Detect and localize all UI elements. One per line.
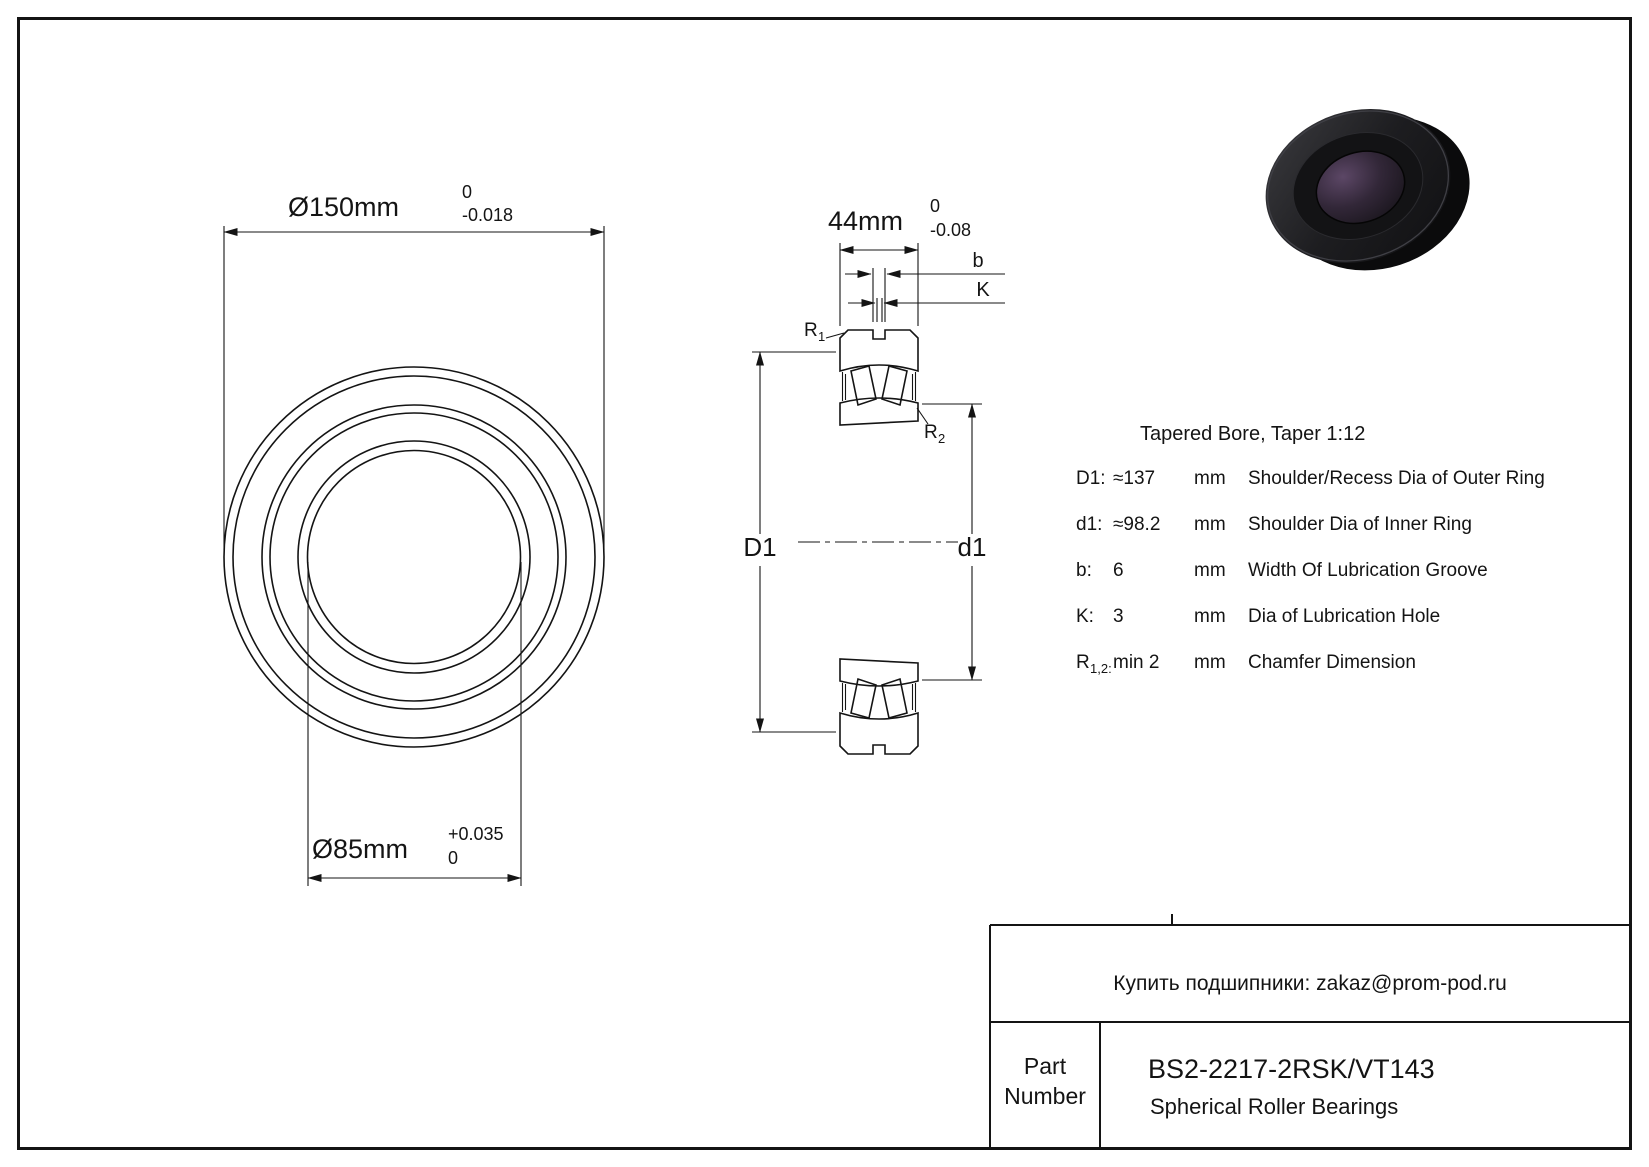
r2-label-sub: 2 xyxy=(938,431,945,446)
inner-ring-section xyxy=(839,397,919,426)
hole-dia-label: K xyxy=(976,279,990,301)
spec-row-d1-outer: D1: ≈137 mm Shoulder/Recess Dia of Outer… xyxy=(1076,468,1545,489)
bearing-photo-rim xyxy=(1266,110,1450,262)
spec-row-d1-inner: d1: ≈98.2 mm Shoulder Dia of Inner Ring xyxy=(1076,514,1472,535)
part-label-line2: Number xyxy=(1004,1083,1086,1109)
width-dimension-text: 44mm xyxy=(828,206,903,236)
param-unit: mm xyxy=(1194,560,1226,581)
bore-tolerance-lower: 0 xyxy=(448,848,458,868)
outer-ring-inner-edge-circle xyxy=(232,375,596,739)
od-dimension: Ø150mm 0 -0.018 xyxy=(223,182,605,550)
outer-shoulder-dimension-D1: D1 xyxy=(743,351,836,733)
param-desc: Shoulder Dia of Inner Ring xyxy=(1248,514,1472,535)
seal-inner-circle xyxy=(269,412,559,702)
param-label: d1: xyxy=(1076,514,1102,535)
param-value: ≈98.2 xyxy=(1113,514,1160,535)
od-tolerance-upper: 0 xyxy=(462,182,472,202)
section-view: 44mm 0 -0.08 b K R 1 R 2 xyxy=(743,196,1005,755)
roller-right xyxy=(881,365,908,407)
r1-label-sub: 1 xyxy=(818,329,825,344)
spec-row-b: b: 6 mm Width Of Lubrication Groove xyxy=(1076,560,1488,581)
param-label: D1: xyxy=(1076,468,1106,489)
part-number: BS2-2217-2RSK/VT143 xyxy=(1148,1054,1435,1084)
param-value: min 2 xyxy=(1113,652,1159,673)
r2-label-main: R xyxy=(924,422,938,443)
leader-line xyxy=(825,332,845,339)
spec-table: Tapered Bore, Taper 1:12 D1: ≈137 mm Sho… xyxy=(1076,423,1545,676)
spec-row-r: R 1,2: min 2 mm Chamfer Dimension xyxy=(1076,652,1416,676)
sheet-border xyxy=(17,17,1632,1150)
param-value: ≈137 xyxy=(1113,468,1155,489)
width-tolerance-upper: 0 xyxy=(930,196,940,216)
hole-dimension-k: K xyxy=(848,279,1005,322)
bore-circle xyxy=(306,449,522,665)
contact-text: Купить подшипники: zakaz@prom-pod.ru xyxy=(1113,972,1507,995)
width-tolerance-lower: -0.08 xyxy=(930,220,971,240)
inner-shoulder-label: d1 xyxy=(958,532,987,562)
param-unit: mm xyxy=(1194,468,1226,489)
spec-row-k: K: 3 mm Dia of Lubrication Hole xyxy=(1076,606,1440,627)
section-top-half xyxy=(839,329,919,426)
seal-right xyxy=(911,372,917,401)
param-desc: Chamfer Dimension xyxy=(1248,652,1416,673)
title-block: Купить подшипники: zakaz@prom-pod.ru Par… xyxy=(989,914,1631,1149)
param-value: 3 xyxy=(1113,606,1124,627)
param-desc: Dia of Lubrication Hole xyxy=(1248,606,1440,627)
part-label-line1: Part xyxy=(1024,1053,1067,1079)
od-tolerance-lower: -0.018 xyxy=(462,205,513,225)
inner-ring-face-circle xyxy=(297,440,531,674)
param-unit: mm xyxy=(1194,514,1226,535)
roller-left xyxy=(850,365,877,407)
chamfer-label-r1: R 1 xyxy=(804,320,845,344)
outer-diameter-circle xyxy=(223,366,605,748)
groove-width-label: b xyxy=(972,250,983,272)
r1-label-main: R xyxy=(804,320,818,341)
section-bottom-half xyxy=(839,658,919,755)
param-unit: mm xyxy=(1194,606,1226,627)
param-value: 6 xyxy=(1113,560,1124,581)
param-unit: mm xyxy=(1194,652,1226,673)
bore-dimension: Ø85mm +0.035 0 xyxy=(307,562,522,886)
spec-header: Tapered Bore, Taper 1:12 xyxy=(1140,423,1365,445)
param-label-main: R xyxy=(1076,652,1090,673)
width-dimension: 44mm 0 -0.08 xyxy=(828,196,971,326)
od-dimension-text: Ø150mm xyxy=(288,192,399,222)
bore-tolerance-upper: +0.035 xyxy=(448,824,504,844)
bearing-photo-bore xyxy=(1315,150,1406,225)
chamfer-label-r2: R 2 xyxy=(916,407,945,446)
outer-shoulder-label: D1 xyxy=(743,532,776,562)
groove-dimension-b: b xyxy=(845,250,1005,322)
seal-outer-circle xyxy=(261,404,567,710)
param-desc: Width Of Lubrication Groove xyxy=(1248,560,1488,581)
bearing-photo xyxy=(1265,108,1470,271)
seal-left xyxy=(841,372,847,401)
param-label: K: xyxy=(1076,606,1094,627)
bore-dimension-text: Ø85mm xyxy=(312,834,408,864)
front-view: Ø150mm 0 -0.018 Ø85mm +0.035 0 xyxy=(223,182,605,886)
leader-line xyxy=(916,407,929,425)
param-desc: Shoulder/Recess Dia of Outer Ring xyxy=(1248,468,1545,489)
outer-ring-section xyxy=(839,329,919,373)
param-label-sub: 1,2: xyxy=(1090,661,1112,676)
param-label: b: xyxy=(1076,560,1092,581)
inner-shoulder-dimension-d1: d1 xyxy=(922,403,987,681)
product-type: Spherical Roller Bearings xyxy=(1150,1094,1398,1119)
